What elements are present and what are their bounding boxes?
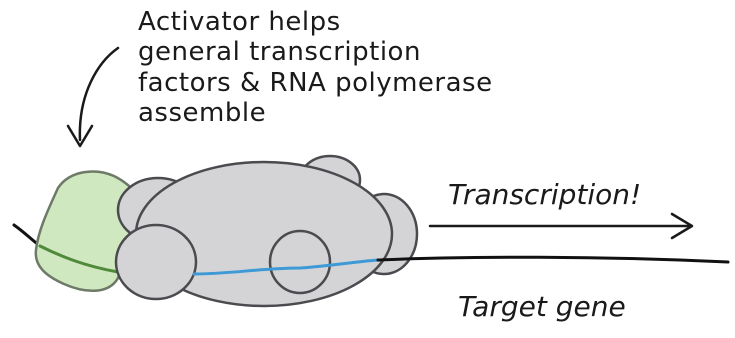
annotation-line-1: Activator helps — [138, 7, 341, 37]
annotation-line-4: assemble — [138, 98, 266, 128]
annotation-line-3: factors & RNA polymerase — [138, 68, 493, 98]
target-gene-label: Target gene — [458, 290, 626, 323]
transcription-complex — [116, 156, 417, 306]
complex-subunit-center — [270, 231, 330, 293]
transcription-label: Transcription! — [448, 178, 641, 211]
complex-subunit-left — [116, 225, 196, 299]
annotation-line-2: general transcription — [138, 37, 421, 67]
annotation-pointer-arrow — [80, 48, 118, 140]
dna-strand-target-gene — [378, 257, 728, 262]
